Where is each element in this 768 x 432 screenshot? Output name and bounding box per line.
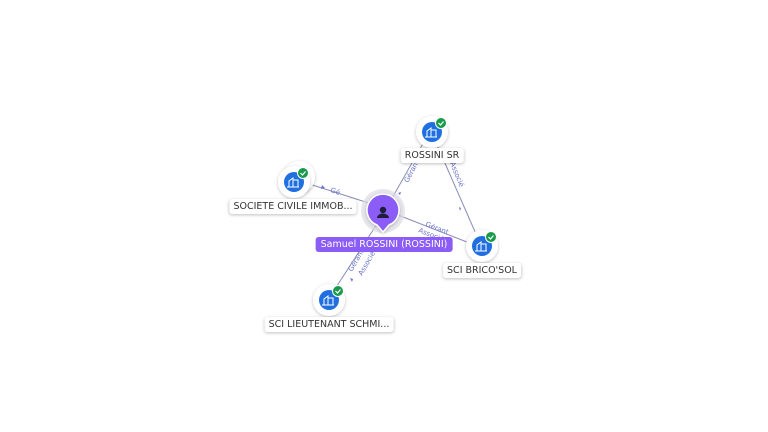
check-mark: [488, 235, 494, 240]
check-mark: [438, 121, 444, 126]
company-label-sci-lieutenant[interactable]: SCI LIEUTENANT SCHMI...: [264, 317, 394, 332]
building-icon: [475, 241, 487, 252]
company-label-sci-civile[interactable]: SOCIETE CIVILE IMMOB...: [229, 199, 357, 214]
check-icon: [332, 285, 344, 297]
company-node-sci-bricosol[interactable]: [466, 230, 498, 262]
edge-person-sci-lieutenant[interactable]: [332, 223, 378, 293]
company-node-sci-civile[interactable]: [278, 161, 315, 198]
company-node-rossini-sr[interactable]: [416, 116, 448, 148]
edge-person-sci-civile[interactable]: [302, 181, 376, 206]
user-icon: [377, 206, 389, 218]
check-icon: [435, 117, 447, 129]
arrow-sci-lieutenant: [350, 278, 353, 282]
company-label-rossini-sr[interactable]: ROSSINI SR: [400, 148, 464, 163]
company-label-sci-bricosol[interactable]: SCI BRICO'SOL: [443, 263, 521, 278]
building-icon: [425, 127, 437, 138]
edge-label-sci-civile: Gé: [329, 186, 341, 197]
arrow-sci-civile: [321, 185, 325, 189]
arrow-rossini-bricosol: [459, 207, 461, 211]
arrow-rossini-sr: [398, 192, 401, 195]
building-icon: [287, 177, 299, 188]
check-icon: [485, 231, 497, 243]
edge-person-sci-bricosol[interactable]: [397, 214, 473, 245]
person-node[interactable]: [361, 189, 405, 234]
edge-label-rossini-bricosol: Associé: [448, 161, 465, 189]
check-icon: [297, 167, 309, 179]
check-mark: [335, 289, 341, 294]
person-label[interactable]: Samuel ROSSINI (ROSSINI): [315, 237, 453, 252]
building-icon: [322, 295, 334, 306]
company-node-sci-lieutenant[interactable]: [313, 284, 345, 316]
check-mark: [300, 171, 306, 176]
